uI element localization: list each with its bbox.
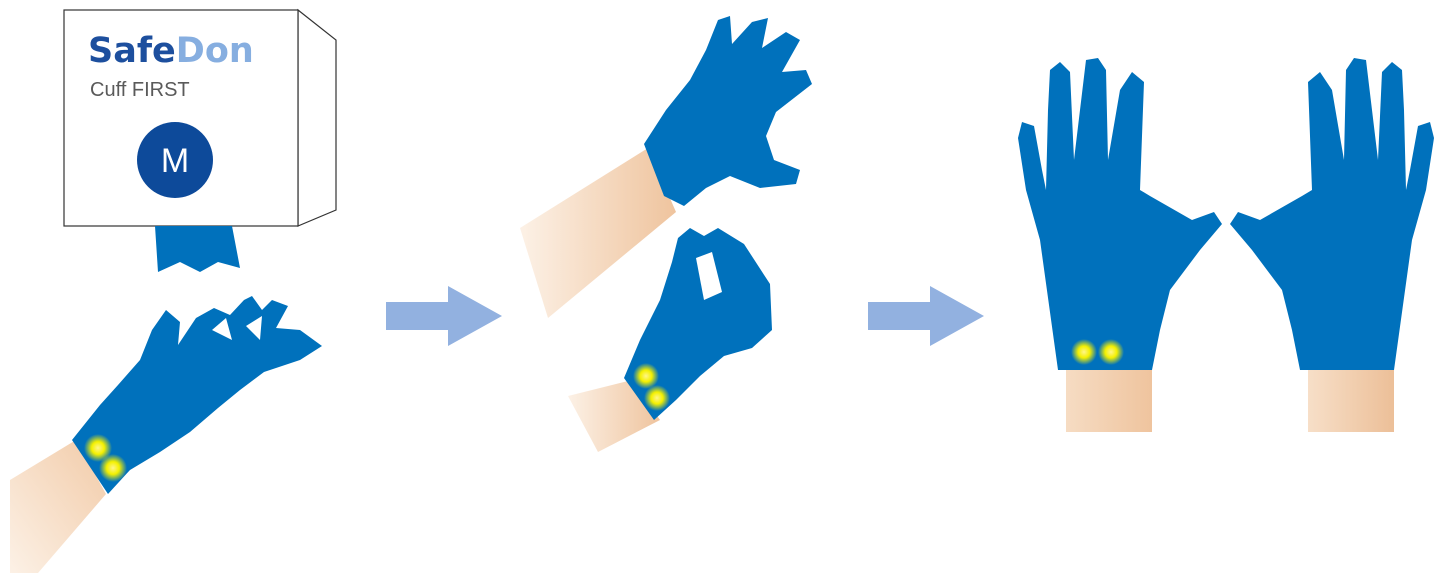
hand-pulling-glove-icon <box>10 296 322 573</box>
gloved-left-hand-icon <box>1018 58 1222 432</box>
wrist-skin <box>1308 368 1394 432</box>
brand-part-don: Don <box>176 31 254 71</box>
wrist-skin <box>1066 368 1152 432</box>
cuff-indicator-dot <box>633 363 659 389</box>
dispensed-glove-cuff <box>155 226 240 272</box>
cuff-indicator-dot <box>1071 339 1097 365</box>
brand-part-safe: Safe <box>88 31 176 71</box>
glove-right <box>1230 58 1434 370</box>
upper-gloved-hand <box>644 16 812 206</box>
donning-step-icon <box>520 16 812 452</box>
size-label: M <box>161 142 189 180</box>
cuff-indicator-dot <box>1098 339 1124 365</box>
brand-logo: SafeDon <box>88 31 254 71</box>
upper-forearm-skin <box>520 148 676 318</box>
arrow-right-icon <box>868 286 984 346</box>
glove-left <box>1018 58 1222 370</box>
product-subtitle: Cuff FIRST <box>90 79 190 101</box>
cuff-indicator-dot <box>99 454 127 482</box>
cuff-indicator-dot <box>644 385 670 411</box>
arrow-right-icon <box>386 286 502 346</box>
gloved-right-hand-icon <box>1230 58 1434 432</box>
glove-box-icon: SafeDon Cuff FIRST M <box>64 10 336 226</box>
